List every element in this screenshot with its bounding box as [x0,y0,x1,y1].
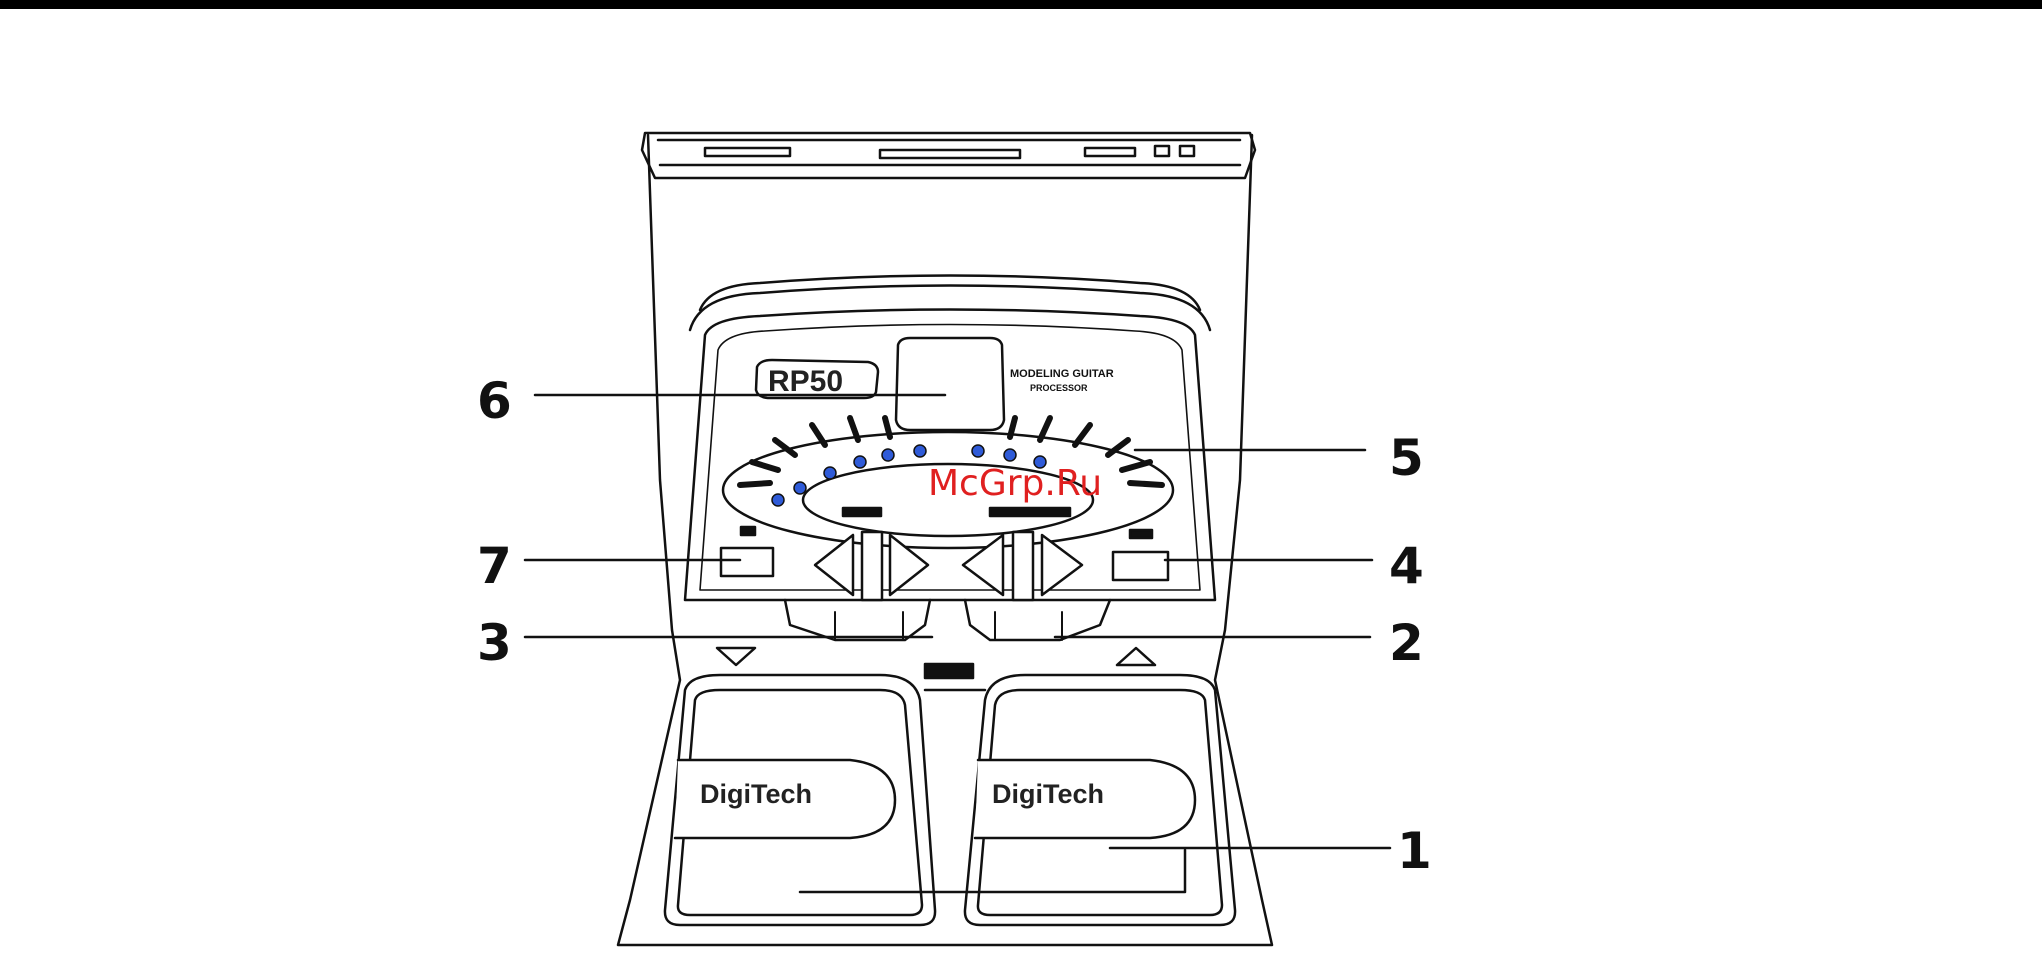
left-brand-logo: DigiTech [700,779,812,809]
callout-5: 5 [1389,429,1424,487]
led [972,445,984,457]
value-label-block [843,508,881,516]
led [772,494,784,506]
right-brand-logo: DigiTech [992,779,1104,809]
amp-label-block [990,508,1070,516]
right-guard [965,600,1110,640]
callout-1: 1 [1397,822,1432,880]
rear-panel-strip [642,133,1255,178]
led [882,449,894,461]
digitech-badge [925,664,973,678]
amp-button[interactable] [1113,552,1168,580]
store-label-block [741,527,755,535]
model-label: RP50 [768,365,843,398]
watermark: McGrp.Ru [928,463,1102,504]
down-arrow-indicator [717,648,755,665]
led [854,456,866,468]
left-guard [785,600,930,640]
up-arrow-indicator [1117,648,1155,665]
led [794,482,806,494]
led [914,445,926,457]
callout-2: 2 [1389,614,1424,672]
lcd-display [896,338,1004,430]
callout-6: 6 [477,372,512,430]
led [1004,449,1016,461]
store-button[interactable] [721,548,773,576]
callout-4: 4 [1389,537,1424,595]
tagline-line2: PROCESSOR [1030,383,1088,393]
callout-3: 3 [477,614,512,672]
tagline-line1: MODELING GUITAR [1010,368,1114,380]
amp-button-label-block [1130,530,1152,538]
callout-7: 7 [477,537,512,595]
led [824,467,836,479]
